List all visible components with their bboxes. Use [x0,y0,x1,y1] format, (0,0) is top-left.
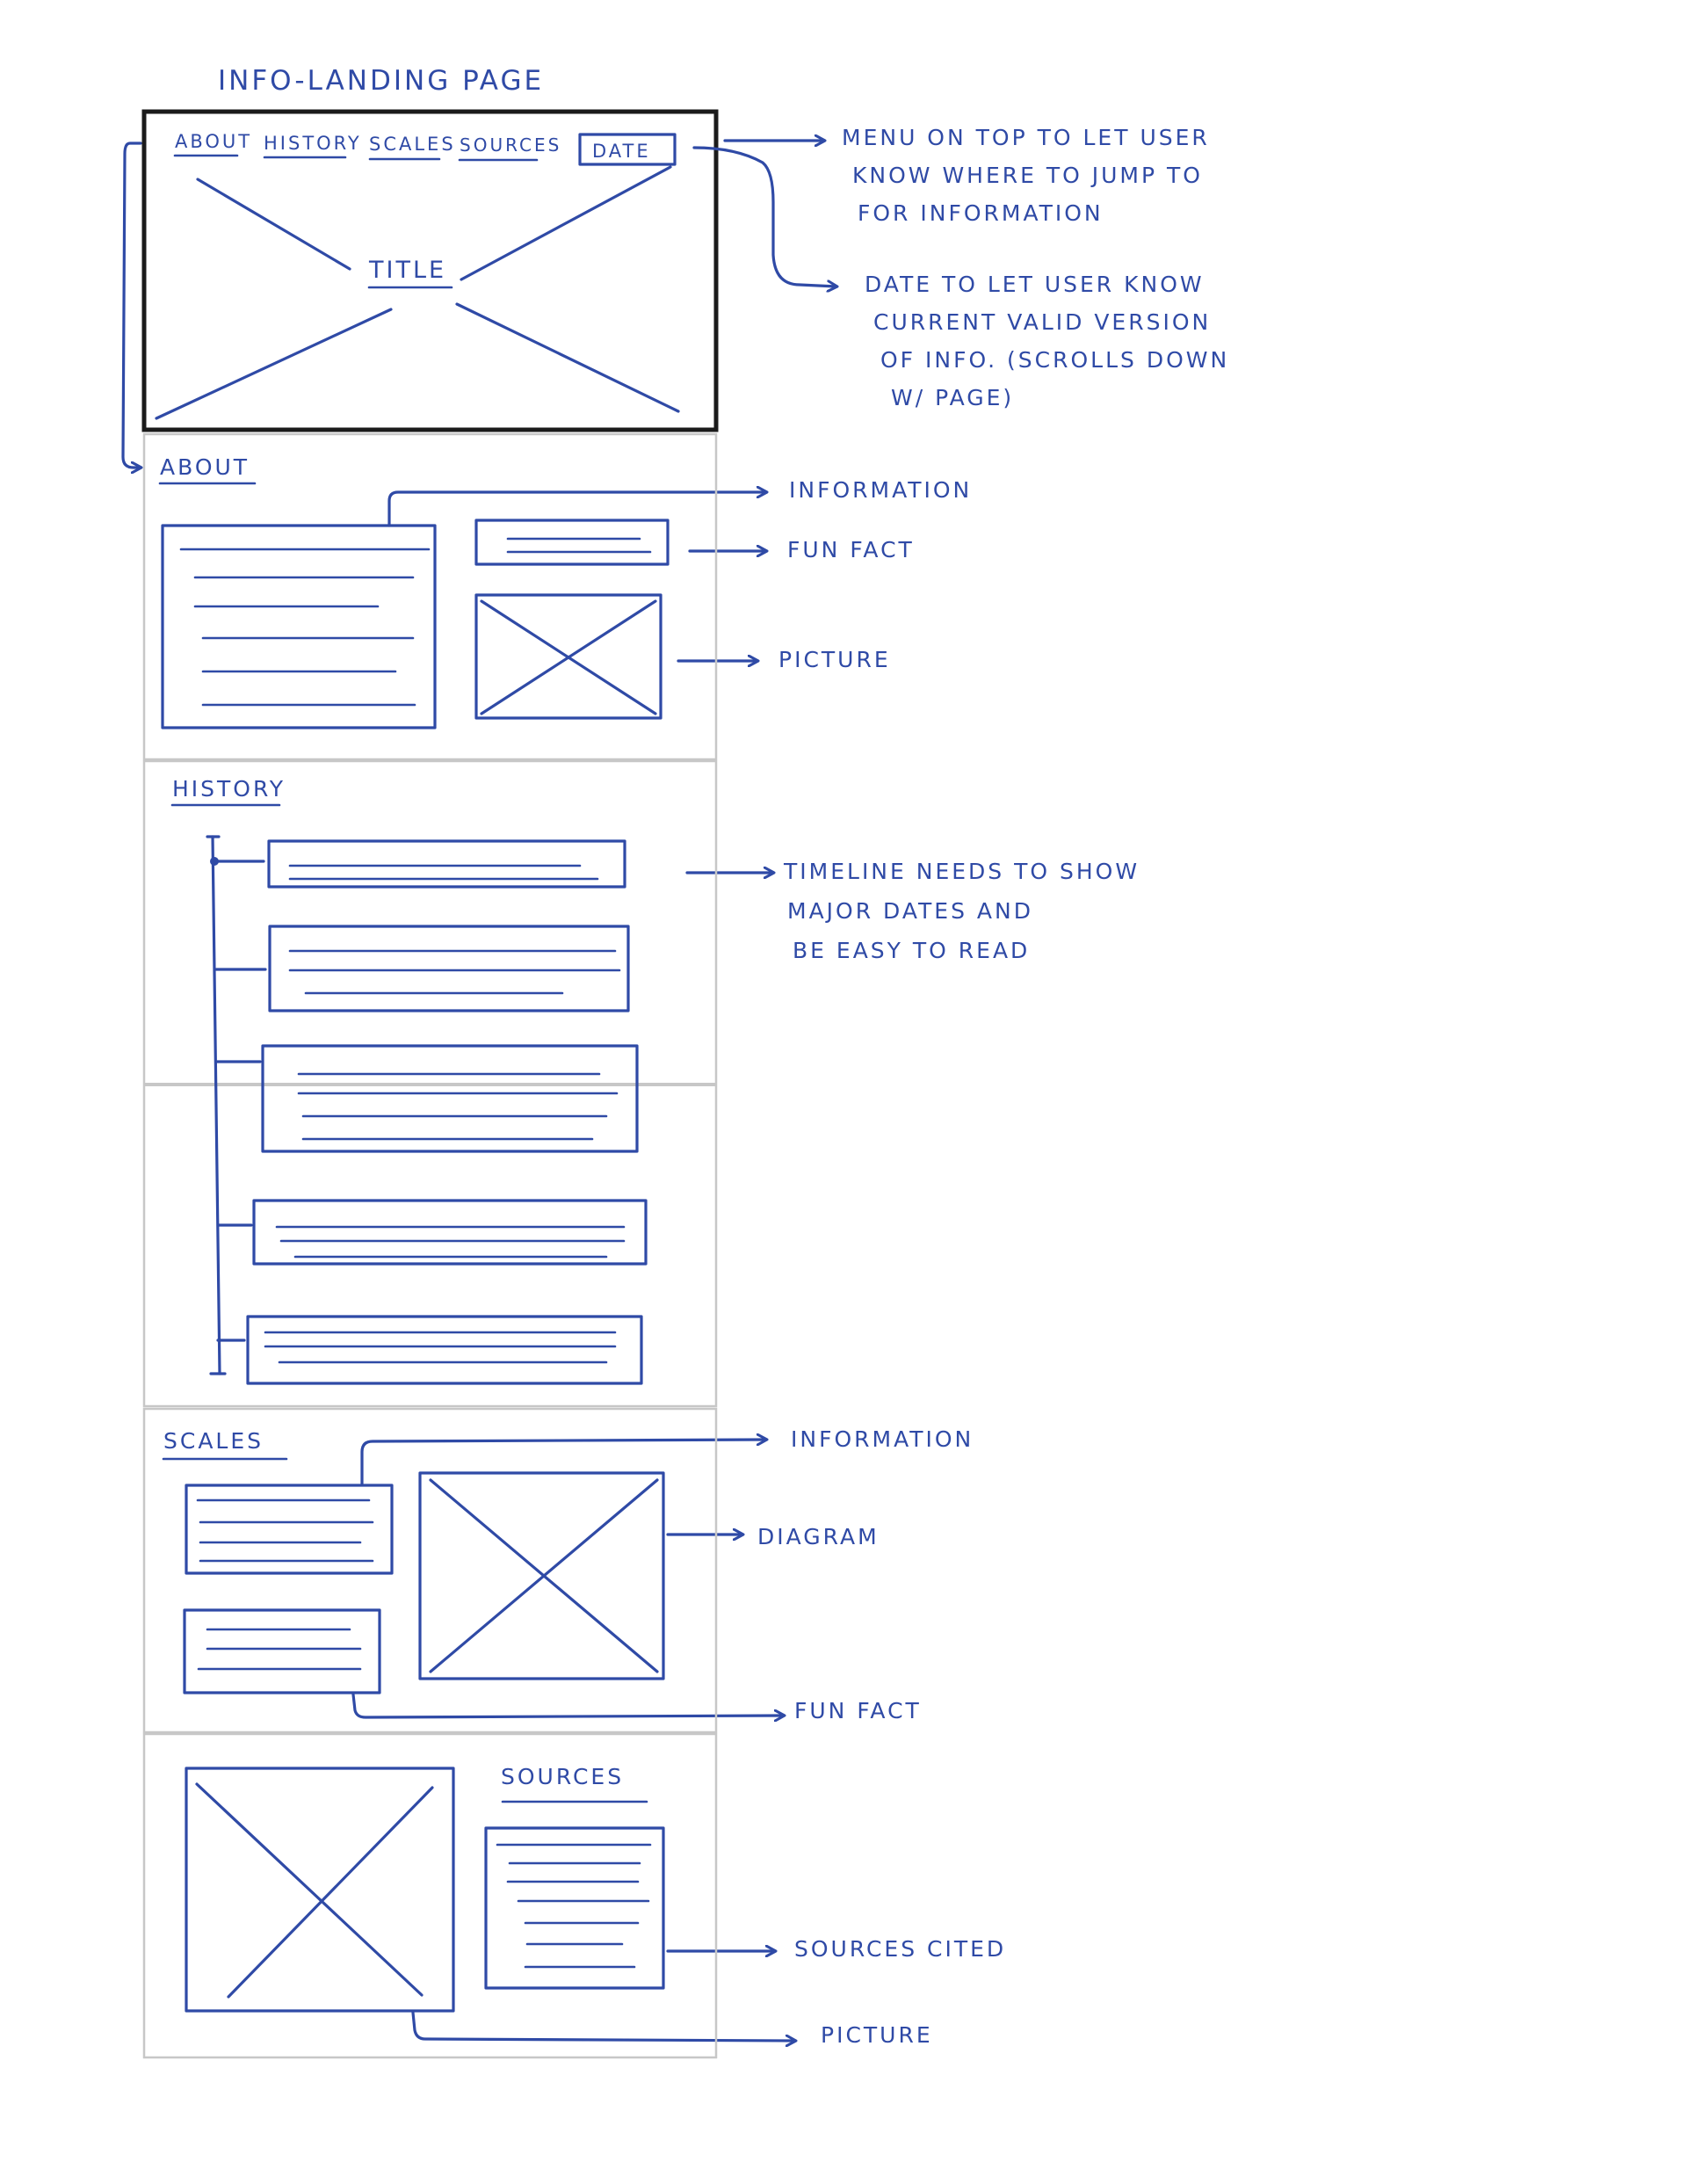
about-information-lines [179,548,431,707]
note-scales-information: INFORMATION [791,1426,974,1452]
scales-section: SCALES [142,1407,718,1734]
page-title: INFO-LANDING PAGE [218,65,544,97]
about-section: ABOUT [142,432,718,761]
note-menu-line3: FOR INFORMATION [858,200,1104,226]
nav-item-sources[interactable]: SOURCES [460,134,561,156]
date-label: DATE [592,141,651,162]
note-date-line4: W/ PAGE) [891,385,1014,410]
sources-heading: SOURCES [501,1764,624,1789]
scales-heading: SCALES [163,1428,264,1454]
note-date-line1: DATE TO LET USER KNOW [865,272,1205,297]
about-picture-placeholder [474,593,662,720]
history-heading: HISTORY [172,776,286,802]
timeline-event-card [261,1044,639,1153]
note-date-line2: CURRENT VALID VERSION [873,309,1211,335]
note-about-fun-fact: FUN FACT [787,537,915,562]
scales-fun-fact-box [183,1608,381,1694]
sources-cited-box [484,1826,665,1990]
note-scales-diagram: DIAGRAM [757,1524,880,1549]
timeline-event-card [268,925,630,1012]
note-timeline-line1: TIMELINE NEEDS TO SHOW [783,859,1140,884]
scales-section-frame [142,1407,718,1734]
note-menu-line1: MENU ON TOP TO LET USER [842,125,1210,150]
nav-item-about[interactable]: ABOUT [175,131,252,152]
note-sources-picture: PICTURE [821,2022,933,2048]
note-about-information: INFORMATION [789,477,972,503]
note-date-line3: OF INFO. (SCROLLS DOWN [880,347,1229,373]
about-heading: ABOUT [160,454,250,480]
note-timeline-line2: MAJOR DATES AND [787,898,1033,924]
note-menu-line2: KNOW WHERE TO JUMP TO [852,163,1203,188]
nav-item-scales[interactable]: SCALES [369,134,456,155]
note-scales-fun-fact: FUN FACT [794,1698,922,1723]
scales-diagram-placeholder [418,1471,665,1680]
nav-menu: ABOUT HISTORY SCALES SOURCES DATE [173,131,677,166]
date-badge [578,133,677,166]
timeline-spine [211,835,221,1375]
timeline-event-card [267,839,626,889]
about-information-box [161,524,437,729]
hero-title: TITLE [368,257,446,284]
note-timeline-line3: BE EASY TO READ [793,938,1030,963]
sources-section-frame [142,1732,718,2059]
scales-information-box [185,1484,394,1575]
annotations: MENU ON TOP TO LET USER KNOW WHERE TO JU… [351,125,1229,2048]
timeline-event-card [246,1315,643,1385]
about-section-frame [142,432,718,761]
about-fun-fact-box [474,519,670,566]
hero-image-placeholder [155,165,680,420]
nav-item-history[interactable]: HISTORY [264,133,362,154]
sources-picture-placeholder [185,1767,455,2013]
history-section: HISTORY [142,759,718,1408]
note-about-picture: PICTURE [778,647,891,672]
sources-section: SOURCES [142,1732,718,2059]
hero-frame [141,109,719,432]
hero-block: ABOUT HISTORY SCALES SOURCES DATE TITLE [141,109,719,432]
nav-jump-arrow [121,141,141,468]
note-sources-cited: SOURCES CITED [794,1936,1006,1962]
sources-cited-lines [496,1843,652,1969]
timeline-event-card [252,1199,648,1266]
